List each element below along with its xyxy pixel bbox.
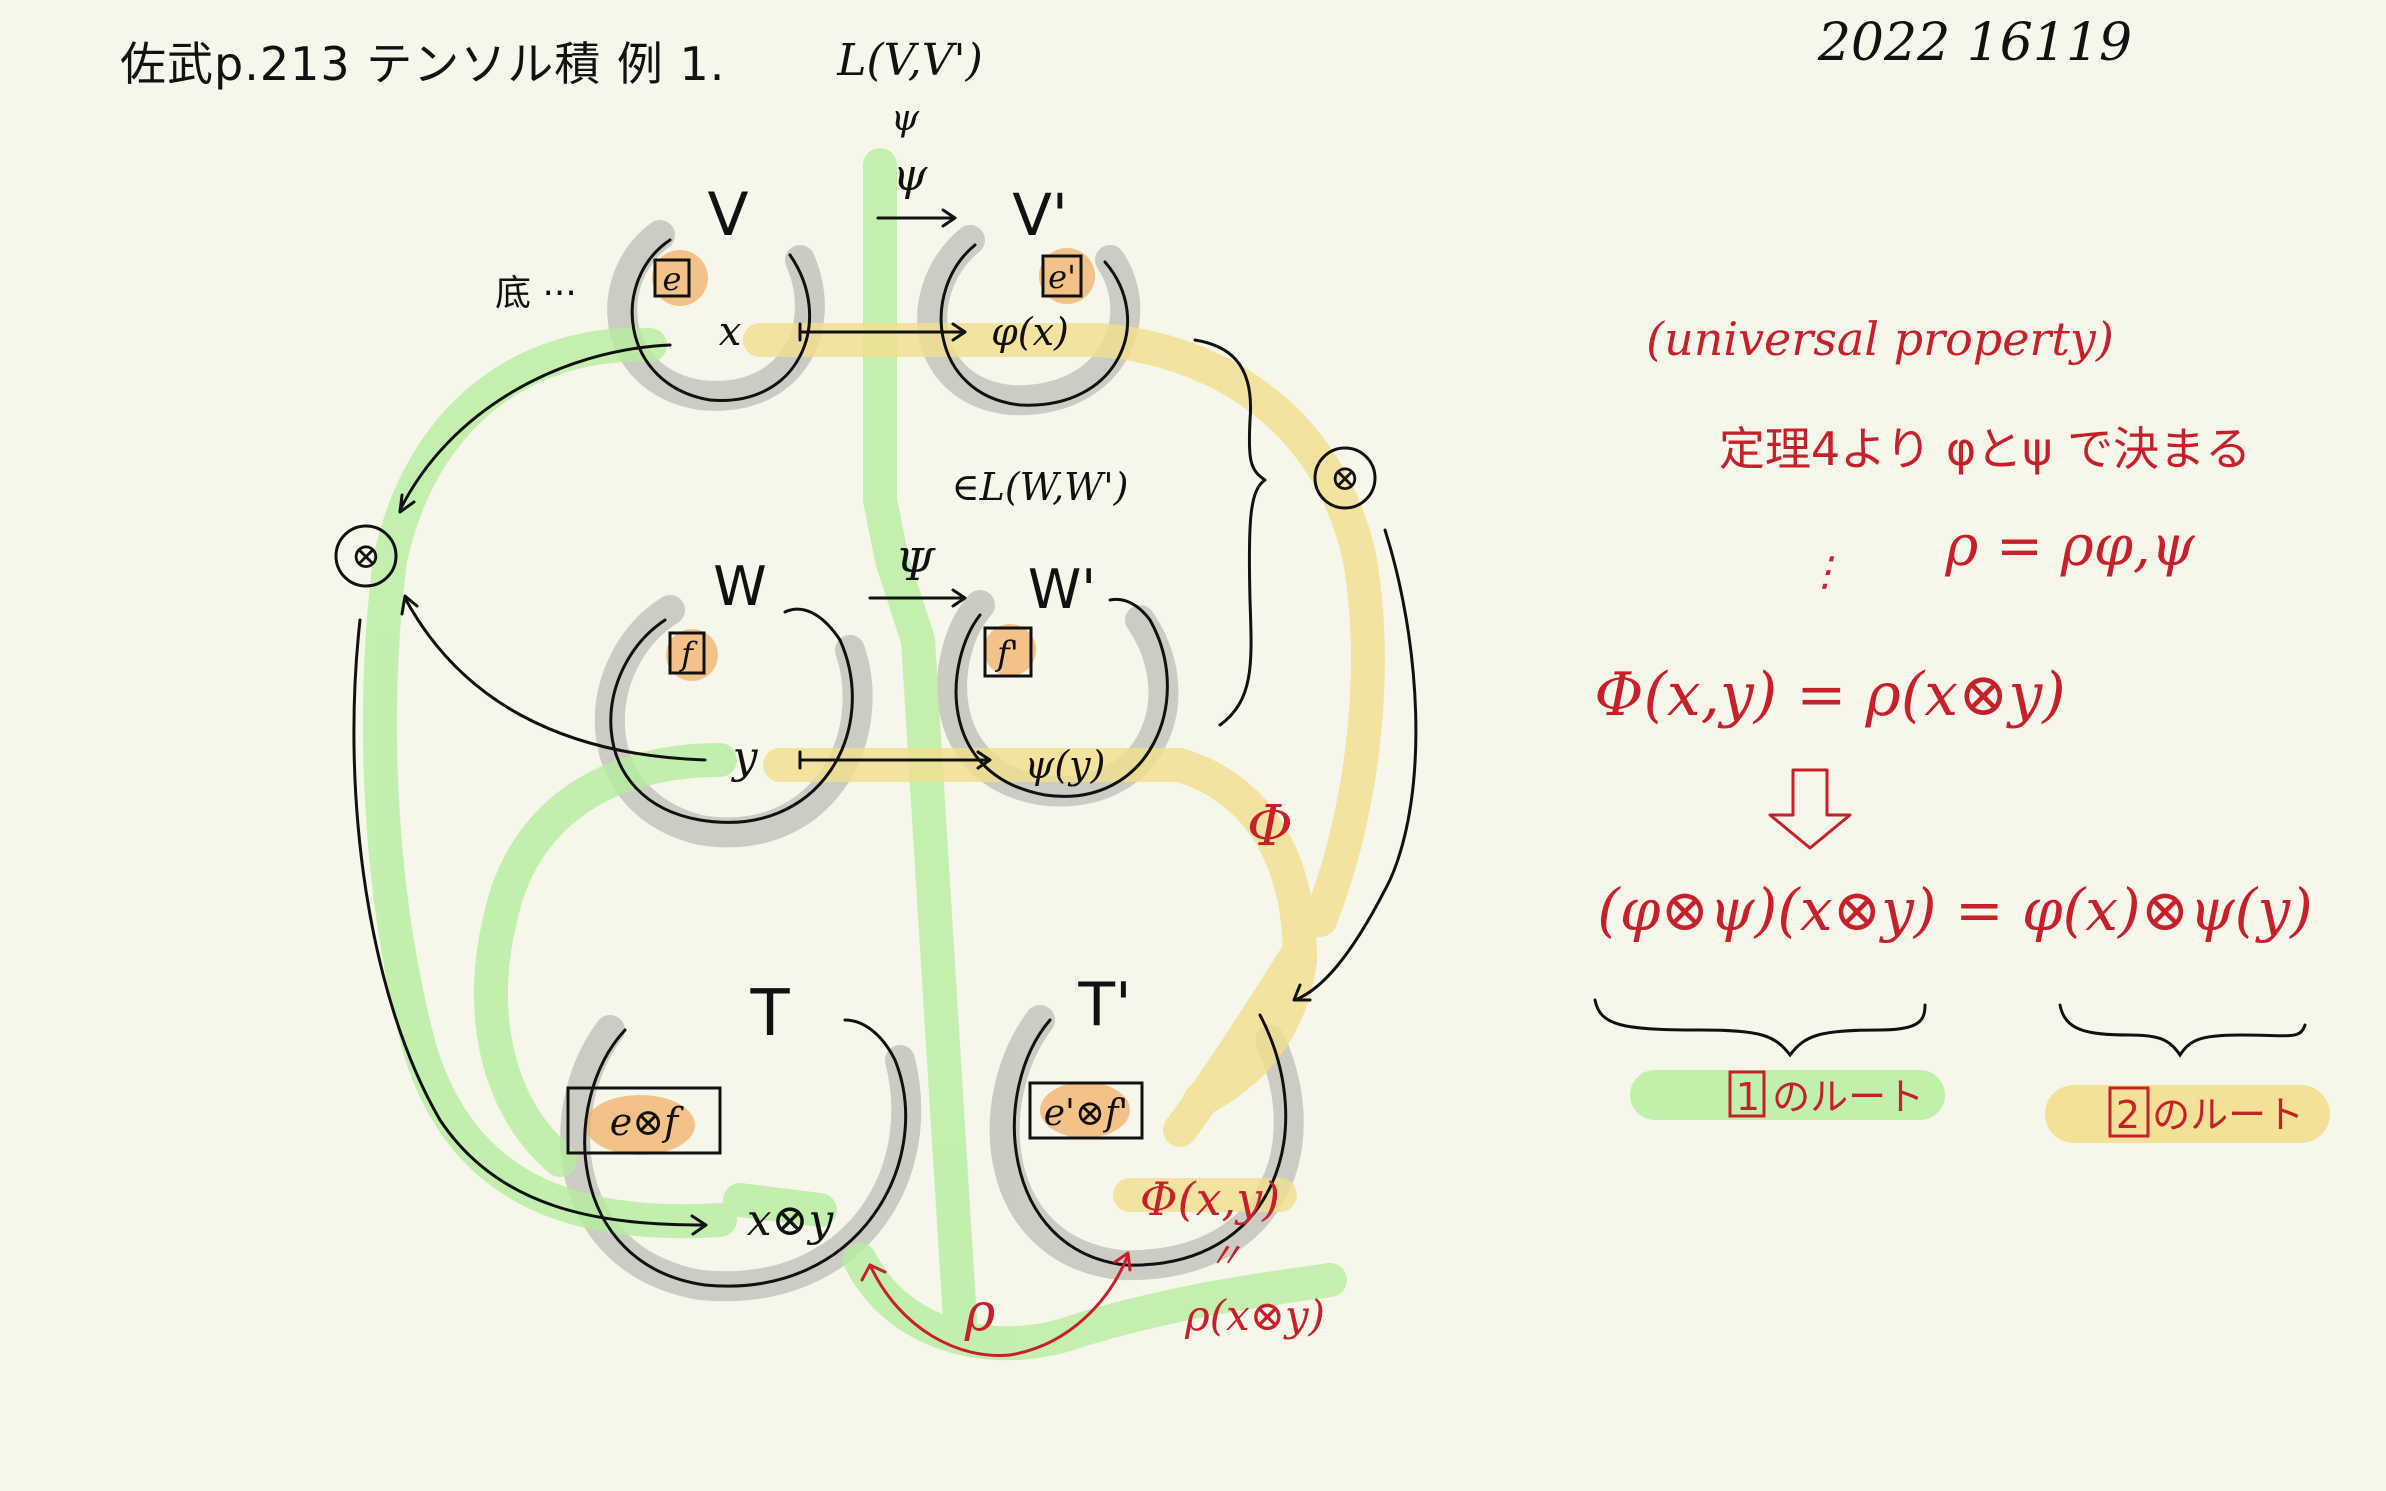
route2-box (2108, 1086, 2150, 1138)
element-y-label: y (731, 732, 759, 783)
route1-highlight (1630, 1070, 1945, 1120)
final-equation-note: (φ⊗ψ)(x⊗y) = φ(x)⊗ψ(y) (1597, 876, 2312, 944)
tensor-symbol-left: ⊗ (351, 536, 381, 577)
top-map-phi-label: ψ (893, 150, 928, 201)
equals-mark: 〃 (1207, 1236, 1243, 1277)
element-x-tensor-y-label: x⊗y (747, 1195, 835, 1246)
circle-T (583, 1018, 908, 1288)
rho-equality-note: ρ = ρφ,ψ (1944, 514, 2195, 579)
space-Wp-label: W' (1028, 558, 1096, 621)
Phi-label: Φ (1247, 794, 1293, 859)
circle-W (609, 607, 854, 824)
diagram-labels: L(V,V') ψ ψ V V' 底 ··· e e' x φ(x) ∈L(W,… (495, 35, 1132, 1246)
tensor-symbol-right: ⊗ (1330, 458, 1360, 499)
basis-ep-tensor-fp-label: e'⊗f' (1044, 1093, 1129, 1134)
universal-property-note: (universal property) (1646, 312, 2114, 366)
theorem-note: 定理4より φとψ で決まる (1719, 422, 2251, 476)
element-phi-x-label: φ(x) (991, 310, 1069, 354)
tensor-circle-left: ⊗ (334, 524, 398, 588)
red-diagram-labels: Φ Φ(x,y) 〃 ρ(x⊗y) ρ (964, 794, 1325, 1343)
circle-Vp (939, 243, 1130, 407)
basis-e-tensor-f-label: e⊗f (610, 1100, 684, 1144)
space-Vp-label: V' (1012, 181, 1068, 249)
route1-box (1728, 1070, 1766, 1118)
space-T-label: T (749, 977, 790, 1051)
space-W-label: W (713, 555, 766, 618)
Phi-xy-label: Φ(x,y) (1140, 1172, 1280, 1226)
page-title: 佐武p.213 テンソル積 例 1. (120, 37, 726, 91)
element-psi-y-label: ψ(y) (1025, 743, 1106, 787)
route2-highlight (2045, 1085, 2330, 1143)
brace-right (2058, 1003, 2307, 1058)
route1-note: 1 のルート (1736, 1075, 1924, 1119)
basis-label: 底 ··· (495, 273, 577, 314)
rho-label: ρ (964, 1283, 996, 1343)
space-Tp-label: T' (1077, 970, 1131, 1040)
rho-of-x-tensor-y-label: ρ(x⊗y) (1184, 1291, 1325, 1340)
top-map-space-label: L(V,V') (836, 35, 983, 86)
green-route-highlight (363, 148, 1347, 1361)
mid-map-psi-label: Ψ (896, 540, 936, 591)
dots-note: ⋮ (1805, 549, 1845, 595)
circle-V (630, 238, 812, 402)
implies-arrow-icon (1768, 768, 1852, 850)
circle-Wp (954, 597, 1169, 798)
tensor-circle-right: ⊗ (1313, 446, 1377, 510)
Phi-equality-note: Φ(x,y) = ρ(x⊗y) (1594, 660, 2065, 730)
mid-map-space-label: ∈L(W,W') (951, 465, 1128, 509)
space-V-label: V (707, 180, 748, 250)
basis-ep-label: e' (1048, 258, 1076, 296)
red-arrows (860, 1251, 1132, 1358)
right-notes: 2022 16119 (universal property) 定理4より φと… (1593, 13, 2330, 1143)
mapping-arrows (352, 208, 1418, 1236)
basis-boxes (566, 254, 1144, 1155)
brace-left (1593, 998, 1927, 1058)
route2-note: 2 のルート (2116, 1093, 2304, 1137)
date-label: 2022 16119 (1817, 13, 2132, 73)
basis-fp-label: f' (994, 634, 1019, 674)
yellow-route-highlight (743, 323, 1385, 1212)
basis-e-label: e (663, 260, 682, 298)
top-map-contains-label: ψ (891, 98, 920, 139)
element-x-label: x (719, 309, 742, 355)
